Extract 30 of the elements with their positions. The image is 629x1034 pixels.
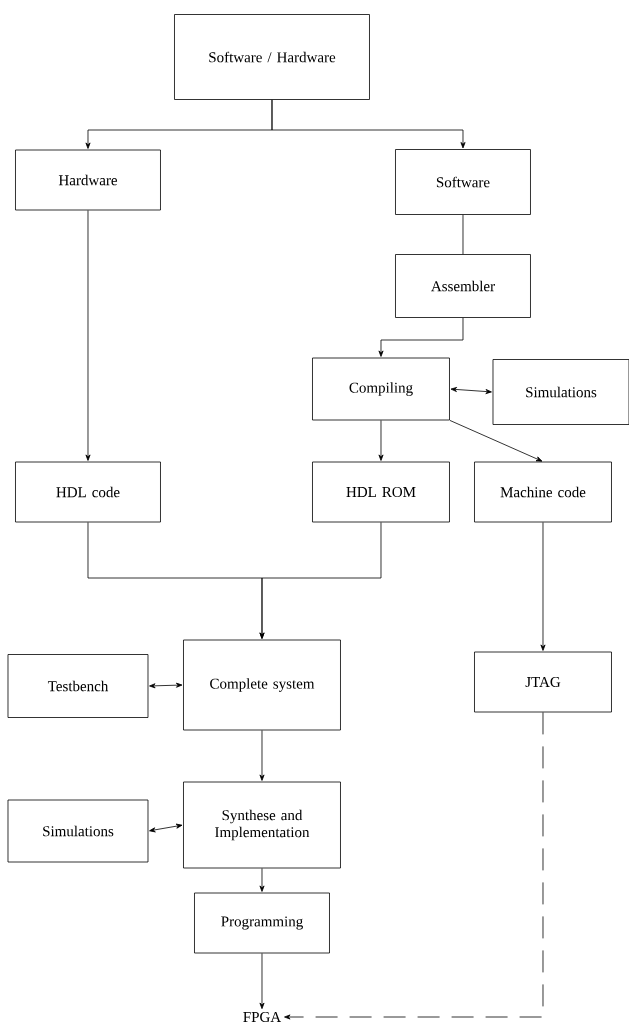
arrow [540,522,546,651]
arrow [284,712,544,1020]
process-box: HDL ROM [312,461,450,523]
arrow [259,522,382,639]
arrow [450,387,492,395]
arrow [259,953,265,1010]
process-box: Hardware [15,149,161,211]
process-box: Software [395,149,531,215]
arrow [259,868,265,892]
process-box: Programming [194,892,330,954]
process-box: Machine code [474,461,612,523]
arrow [449,420,543,462]
process-box: Synthese and Implementation [183,781,341,869]
process-box: Simulations [492,359,629,425]
process-box: Compiling [312,357,450,421]
arrow [85,210,91,461]
arrow [378,420,384,461]
process-box: Complete system [183,639,341,731]
node-label: FPGA [243,1011,282,1023]
process-box: HDL code [15,461,161,523]
process-box: JTAG [474,651,612,713]
process-box: Assembler [395,254,531,318]
process-box: Testbench [7,654,149,718]
arrow [149,682,183,689]
process-box: Software / Hardware [174,14,370,100]
arrow [271,99,466,149]
process-box: Simulations [7,799,149,863]
arrow [149,823,183,833]
arrow [378,317,464,357]
arrow [259,730,265,781]
